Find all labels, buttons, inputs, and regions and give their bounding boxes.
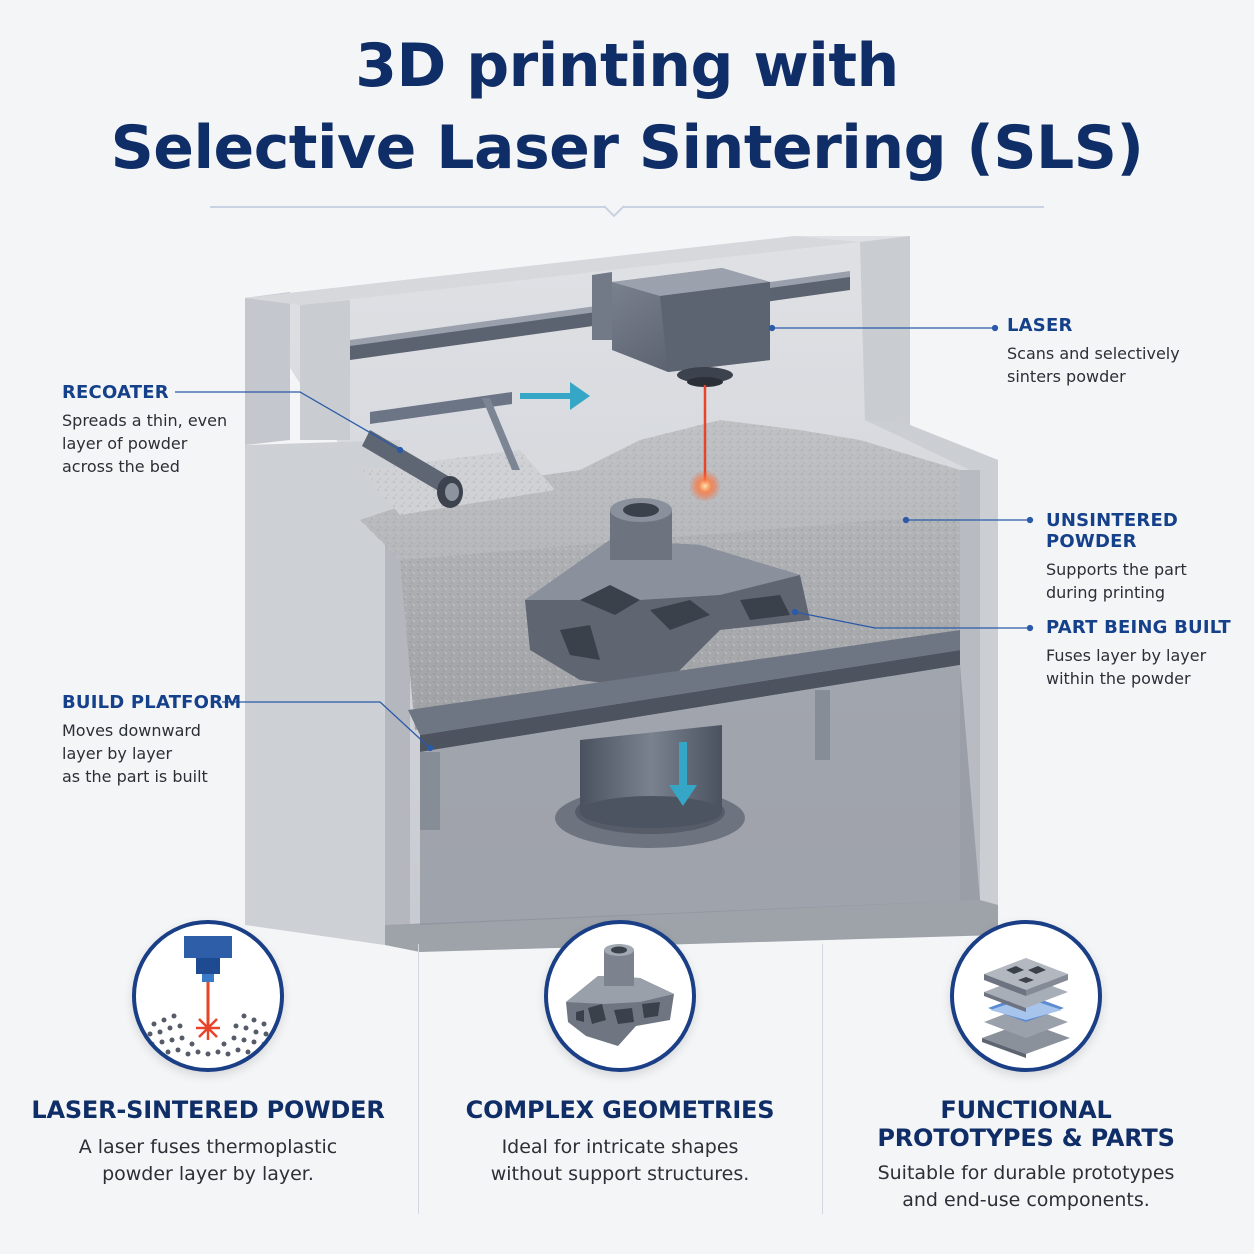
callout-desc-line: Spreads a thin, even (62, 411, 228, 430)
feature-separator (822, 944, 823, 1214)
callout-desc-line: layer by layer (62, 744, 173, 763)
callout-build-platform: BUILD PLATFORM Moves downward layer by l… (62, 692, 282, 788)
callout-part-being-built: PART BEING BUILT Fuses layer by layer wi… (1046, 617, 1246, 690)
callout-unsintered-powder: UNSINTERED POWDER Supports the part duri… (1046, 510, 1246, 604)
callout-desc-line: as the part is built (62, 767, 208, 786)
callout-description: Moves downward layer by layer as the par… (62, 719, 282, 788)
motion-arrows (520, 382, 697, 806)
callout-desc-line: layer of powder (62, 434, 188, 453)
build-platform (408, 630, 980, 925)
page-title-line-2: Selective Laser Sintering (SLS) (110, 113, 1144, 183)
callout-title: BUILD PLATFORM (62, 692, 242, 713)
feature-complex-geometries: COMPLEX GEOMETRIES Ideal for intricate s… (430, 920, 810, 1188)
feature-desc-line: powder layer by layer. (102, 1163, 314, 1185)
callout-description: Fuses layer by layer within the powder (1046, 644, 1246, 690)
feature-description: Suitable for durable prototypes and end-… (836, 1160, 1216, 1214)
part-being-built (525, 498, 810, 690)
title-divider-notch (604, 205, 624, 218)
feature-title: LASER-SINTERED POWDER (31, 1096, 385, 1124)
feature-desc-line: Suitable for durable prototypes (877, 1162, 1175, 1184)
feature-title-line: PROTOTYPES & PARTS (877, 1124, 1175, 1152)
callout-description: Spreads a thin, even layer of powder acr… (62, 409, 282, 478)
callout-description: Supports the part during printing (1046, 558, 1246, 604)
feature-description: Ideal for intricate shapes without suppo… (430, 1134, 810, 1188)
callout-desc-line: Scans and selectively (1007, 344, 1180, 363)
feature-title: FUNCTIONAL PROTOTYPES & PARTS (836, 1096, 1216, 1152)
callout-title: UNSINTERED POWDER (1046, 510, 1179, 552)
callout-title: LASER (1007, 315, 1073, 336)
feature-title-line: FUNCTIONAL (940, 1096, 1112, 1124)
page-title-line-1: 3D printing with (355, 31, 899, 101)
laser-head (592, 268, 770, 387)
feature-desc-line: without support structures. (490, 1163, 750, 1185)
feature-description: A laser fuses thermoplastic powder layer… (18, 1134, 398, 1188)
feature-laser-sintered-powder: LASER-SINTERED POWDER A laser fuses ther… (18, 920, 398, 1188)
callout-description: Scans and selectively sinters powder (1007, 342, 1227, 388)
layered-parts-icon (950, 920, 1102, 1072)
title-divider (210, 206, 1044, 208)
callout-title: RECOATER (62, 382, 169, 403)
feature-functional-prototypes: FUNCTIONAL PROTOTYPES & PARTS Suitable f… (836, 920, 1216, 1214)
feature-title: COMPLEX GEOMETRIES (465, 1096, 775, 1124)
leader-lines (175, 324, 1034, 752)
callout-desc-line: Fuses layer by layer (1046, 646, 1207, 665)
laser-sintering-icon (132, 920, 284, 1072)
feature-separator (418, 944, 419, 1214)
laser-beam (689, 385, 721, 502)
callout-laser: LASER Scans and selectively sinters powd… (1007, 315, 1227, 388)
feature-desc-line: and end-use components. (902, 1189, 1150, 1211)
callout-recoater: RECOATER Spreads a thin, even layer of p… (62, 382, 282, 478)
callout-desc-line: within the powder (1046, 669, 1191, 688)
callout-title: PART BEING BUILT (1046, 617, 1231, 638)
callout-desc-line: Supports the part (1046, 560, 1187, 579)
feature-desc-line: Ideal for intricate shapes (501, 1136, 739, 1158)
recoater (362, 392, 520, 508)
feature-desc-line: A laser fuses thermoplastic (78, 1136, 338, 1158)
callout-desc-line: sinters powder (1007, 367, 1126, 386)
callout-desc-line: across the bed (62, 457, 180, 476)
callout-desc-line: during printing (1046, 583, 1166, 602)
lattice-part-icon (544, 920, 696, 1072)
callout-desc-line: Moves downward (62, 721, 201, 740)
